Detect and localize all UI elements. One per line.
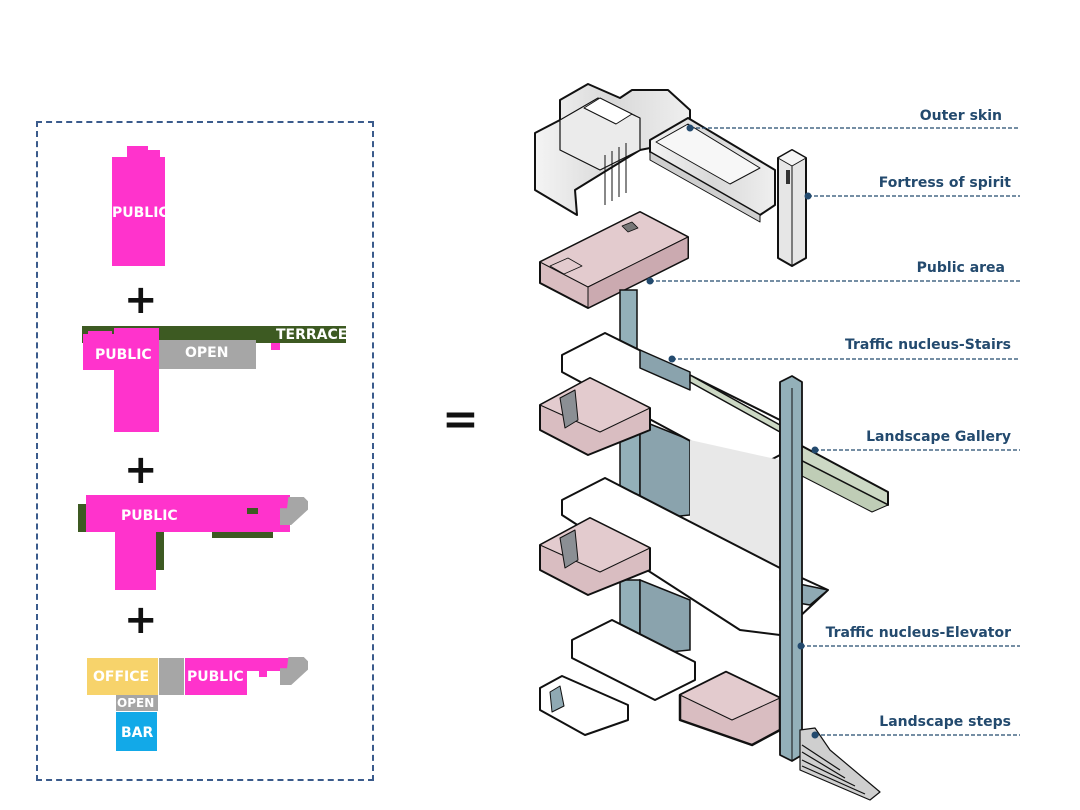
callout-dot (811, 731, 819, 739)
bar-label: BAR (121, 725, 154, 741)
public-label: PUBLIC (112, 205, 169, 221)
equals-operator: = (442, 394, 479, 445)
callout-traffic-nucleus-elevator: Traffic nucleus-Elevator (825, 625, 1011, 641)
terrace-block-mid (155, 530, 164, 570)
floor-slab-upper (561, 332, 781, 473)
callout-leaders (650, 127, 1020, 736)
public-block-small (271, 343, 280, 350)
outer-skin-volume (534, 83, 776, 223)
public-block-notch (259, 670, 267, 677)
open-block (159, 340, 256, 369)
floor-slab-lower (571, 619, 696, 701)
public-block-notch (247, 508, 258, 514)
callout-traffic-nucleus-stairs: Traffic nucleus-Stairs (844, 337, 1011, 353)
public-box-ground (678, 670, 782, 747)
callout-dot (811, 446, 819, 454)
public-block-top (127, 146, 148, 158)
callout-dot (797, 642, 805, 650)
program-diagram-panel (36, 121, 374, 781)
public-area-volume (539, 211, 689, 309)
plus-operator-2: + (124, 447, 158, 493)
landscape-gallery-volume (799, 444, 889, 513)
public-block (185, 658, 247, 695)
public-block-wing (83, 334, 117, 370)
open-block (159, 658, 184, 695)
callout-public-area: Public area (916, 260, 1005, 276)
callout-dot (668, 355, 676, 363)
terrace-label: TERRACE (276, 327, 348, 343)
public-block-tower (115, 530, 156, 590)
public-block-wing-top (88, 331, 112, 335)
callout-dot (646, 277, 654, 285)
open-block-small (116, 695, 158, 711)
public-block-ext (246, 658, 290, 671)
office-block (87, 658, 158, 695)
terrace-block-left (78, 504, 88, 532)
public-box-level-3 (539, 377, 651, 456)
landscape-steps (799, 727, 881, 801)
public-block-tower (114, 328, 159, 432)
public-label: PUBLIC (95, 347, 152, 363)
public-block-top-step (147, 150, 160, 158)
callout-fortress-of-spirit: Fortress of spirit (878, 175, 1011, 191)
plus-operator-3: + (124, 597, 158, 643)
callout-dot (686, 124, 694, 132)
plus-operator-1: + (124, 277, 158, 323)
public-block (112, 157, 165, 266)
open-label: OPEN (117, 696, 155, 710)
callout-landscape-gallery: Landscape Gallery (866, 429, 1011, 445)
public-label: PUBLIC (121, 508, 178, 524)
callout-dot (804, 192, 812, 200)
fortress-of-spirit-tower (777, 149, 807, 267)
office-label: OFFICE (93, 669, 150, 685)
callout-outer-skin: Outer skin (919, 108, 1002, 124)
open-label: OPEN (185, 345, 229, 361)
elevator-core-column (779, 375, 803, 762)
bar-block (116, 712, 157, 751)
bar-box (539, 675, 629, 736)
public-label: PUBLIC (187, 669, 244, 685)
callout-landscape-steps: Landscape steps (879, 714, 1011, 730)
public-box-level-2 (539, 517, 651, 596)
callout-dots (646, 124, 819, 739)
